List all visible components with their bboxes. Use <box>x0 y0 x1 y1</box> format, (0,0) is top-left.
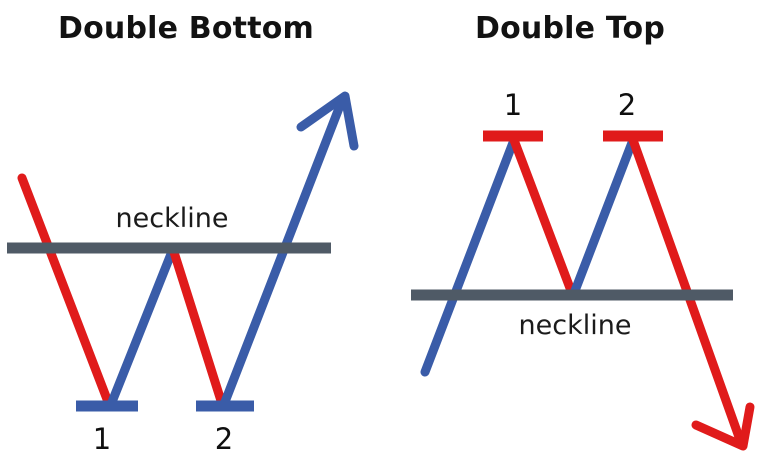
pullback-to-neckline-stroke <box>509 135 578 301</box>
rally-to-neckline-stroke <box>105 244 178 412</box>
breakdown-decline-stroke <box>628 135 744 442</box>
breakout-rally-stroke <box>218 98 346 412</box>
breakout-up-arrow <box>296 91 359 151</box>
retest-advance-stroke <box>568 135 638 301</box>
initial-decline-stroke <box>17 173 115 412</box>
double-bottom-trough-label-2: 2 <box>214 422 234 456</box>
double-top-panel <box>411 130 755 451</box>
double-top-peak-label-1: 1 <box>503 88 523 122</box>
double-top-neckline-label: neckline <box>518 310 632 341</box>
breakdown-down-arrow <box>691 402 755 451</box>
double-top-peak-label-2: 2 <box>617 88 637 122</box>
initial-advance-stroke <box>420 135 519 377</box>
double-bottom-neckline-label: neckline <box>115 203 229 234</box>
double-top-title: Double Top <box>475 11 665 46</box>
breakout-up-arrow-head <box>296 91 359 151</box>
double-bottom-panel <box>7 91 359 412</box>
retest-decline-stroke <box>168 244 228 412</box>
double-bottom-title: Double Bottom <box>57 11 315 46</box>
double-bottom-trough-label-1: 1 <box>92 422 112 456</box>
breakdown-down-arrow-head <box>691 402 755 451</box>
